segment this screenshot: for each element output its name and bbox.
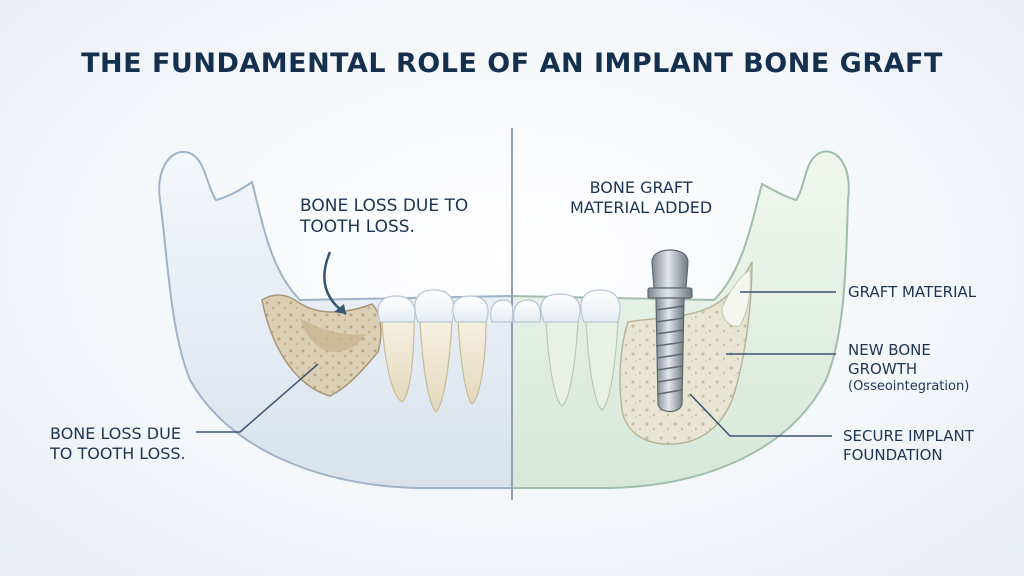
graft-region xyxy=(619,261,753,445)
label-graft-added: BONE GRAFT MATERIAL ADDED xyxy=(570,178,713,217)
label-graft-material: GRAFT MATERIAL xyxy=(848,283,977,301)
graft-material-granules xyxy=(721,269,751,327)
label-secure-foundation: SECURE IMPLANT FOUNDATION xyxy=(843,427,974,464)
leader-bone-loss xyxy=(196,363,319,433)
left-teeth xyxy=(377,289,514,413)
label-new-bone-growth: NEW BONE GROWTH (Osseointegration) xyxy=(848,341,970,394)
callout-arrowhead xyxy=(334,304,346,314)
page-title: THE FUNDAMENTAL ROLE OF AN IMPLANT BONE … xyxy=(81,48,943,79)
label-bone-loss-bottom: BONE LOSS DUE TO TOOTH LOSS. xyxy=(50,424,186,463)
right-teeth xyxy=(513,289,621,411)
label-bone-loss-top: BONE LOSS DUE TO TOOTH LOSS. xyxy=(300,196,469,238)
bone-loss-depression xyxy=(300,318,366,353)
leader-secure-foundation xyxy=(689,393,832,437)
dental-implant xyxy=(647,249,693,413)
